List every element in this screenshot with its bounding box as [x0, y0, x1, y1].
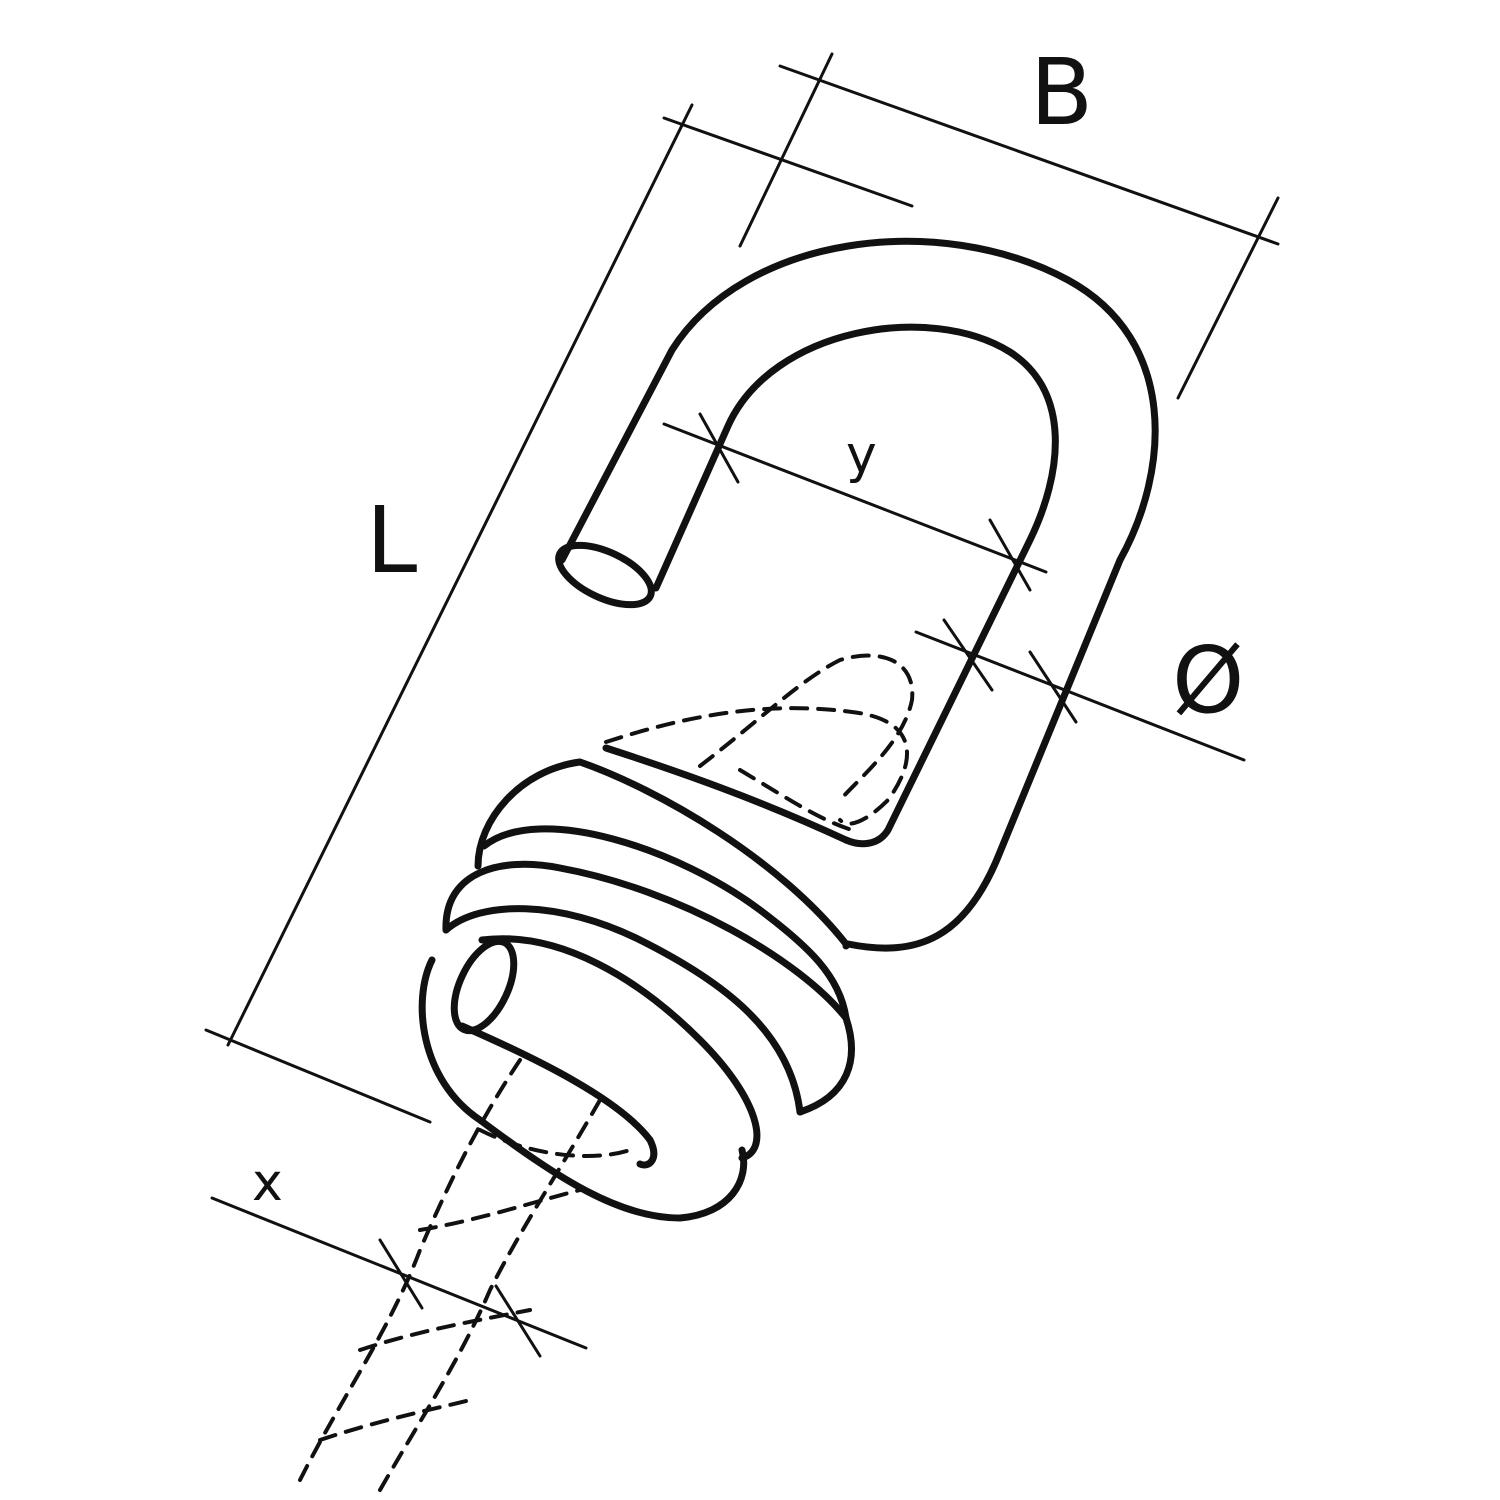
label-diameter: Ø	[1172, 627, 1244, 734]
label-length: L	[366, 487, 417, 594]
label-rope-size: x	[252, 1153, 283, 1213]
rope-strand-d	[418, 1188, 582, 1232]
hook-neck-curve	[602, 744, 850, 844]
collar-middle-ring-inner	[442, 905, 804, 1116]
collar-top-ring-inner	[480, 825, 850, 1022]
eye-bore-curve	[458, 1022, 658, 1169]
tick-opening-right	[988, 518, 1032, 592]
rope-strand-a	[298, 1058, 522, 1482]
extension-line-top	[662, 116, 914, 208]
rope-loop-lower	[738, 768, 854, 832]
collar-bottom-ring-inner	[478, 935, 761, 1162]
hook-body	[555, 237, 1159, 952]
rope-hole	[450, 937, 518, 1035]
hook-inner-contour	[652, 323, 1059, 848]
dim-line-opening	[662, 422, 1048, 574]
hook-tip-end	[555, 541, 655, 609]
rope	[298, 653, 915, 1492]
rope-loop-cross	[698, 653, 915, 802]
dimension-rope-size	[210, 1196, 588, 1358]
swivel-collar	[418, 758, 855, 1222]
extension-line-bottom	[204, 1028, 432, 1124]
dimension-length	[204, 103, 914, 1124]
tick-diameter-right	[1028, 650, 1078, 724]
dimension-width	[738, 52, 1280, 400]
hook-outer-contour	[558, 237, 1159, 952]
collar-bottom-ring	[418, 956, 748, 1222]
extension-line-right	[1176, 196, 1280, 400]
tick-rope-right	[494, 1284, 542, 1358]
label-width: B	[1030, 39, 1093, 146]
collar-middle-ring	[442, 860, 855, 1116]
dim-line-width	[778, 64, 1280, 246]
label-opening: y	[846, 425, 877, 485]
tick-rope-left	[378, 1238, 424, 1310]
rope-strand-c	[478, 1128, 632, 1158]
rope-loop-upper	[604, 706, 909, 826]
dim-line-length	[226, 103, 694, 1047]
tick-diameter-left	[942, 618, 994, 692]
extension-line-left	[738, 52, 834, 248]
rope-strand-f	[318, 1398, 472, 1442]
rope-strand-e	[358, 1308, 532, 1352]
collar-top-ring	[474, 758, 850, 948]
rope-strand-b	[378, 1098, 602, 1492]
